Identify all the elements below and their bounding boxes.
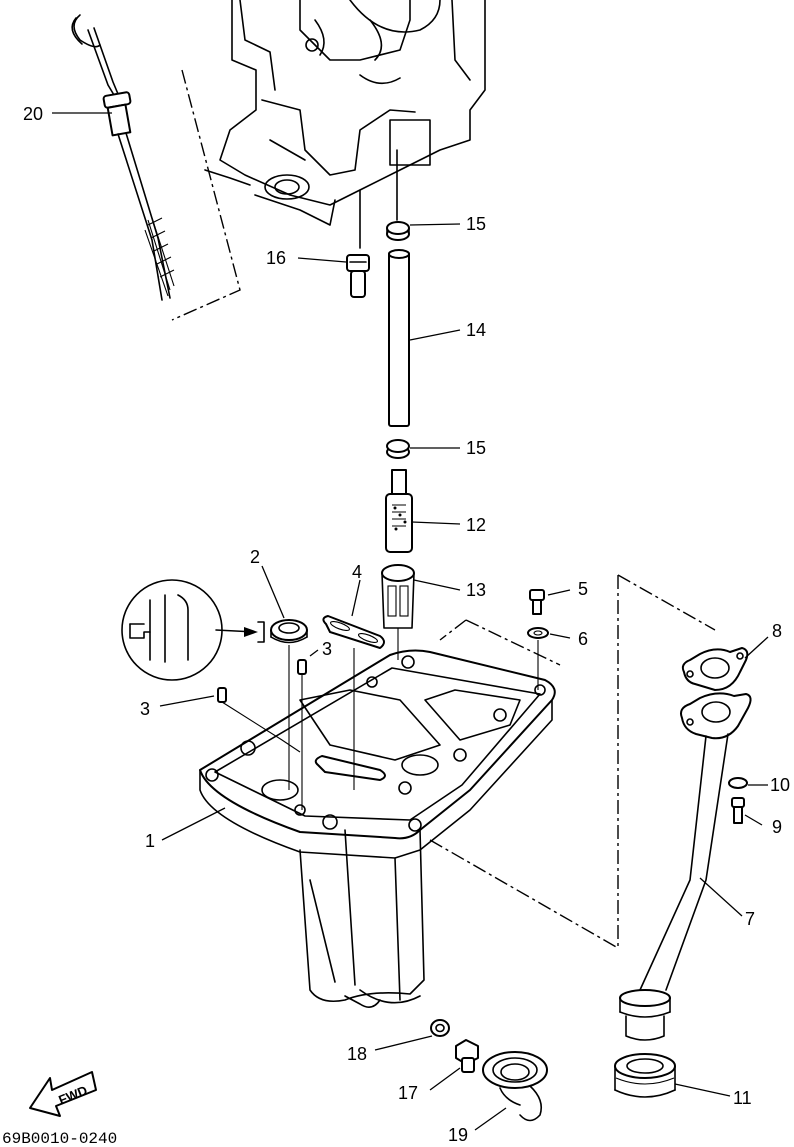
callout-10: 10 [770, 775, 790, 795]
part-11-seal-ring [614, 1053, 676, 1098]
part-16-nipple [346, 254, 370, 298]
part-18-gasket-washer [430, 1019, 450, 1037]
part-7-exhaust-pipe [619, 692, 752, 1041]
part-6-washer [527, 627, 549, 639]
part-17-drain-screw [455, 1039, 479, 1073]
callout-16: 16 [266, 248, 286, 268]
assembly-guide-lines [221, 628, 539, 810]
part-2-oil-seal [257, 619, 308, 644]
callout-15-upper: 15 [466, 214, 486, 234]
part-8-gasket [681, 647, 749, 691]
part-15-grommet-lower [386, 439, 410, 459]
callout-3-left: 3 [140, 699, 150, 719]
dipstick [71, 14, 175, 301]
part-12-strainer [385, 469, 413, 553]
diagram-reference-code: 69B0010-0240 [2, 1130, 117, 1147]
callout-6: 6 [578, 629, 588, 649]
leader-lines [52, 112, 769, 1131]
callout-17: 17 [398, 1083, 418, 1103]
callout-20: 20 [23, 104, 43, 124]
part-4-gasket [322, 615, 385, 649]
callout-14: 14 [466, 320, 486, 340]
callout-labels: 20 16 15 14 15 12 13 5 6 2 4 3 3 1 8 10 … [23, 104, 790, 1145]
part-3-dowel-pin-right [297, 659, 307, 675]
exhaust-dashed-outline [429, 574, 716, 949]
callout-8: 8 [772, 621, 782, 641]
callout-4: 4 [352, 562, 362, 582]
callout-19: 19 [448, 1125, 468, 1145]
part-14-water-tube [388, 249, 410, 427]
part-5-bolt [529, 589, 545, 615]
callout-7: 7 [745, 909, 755, 929]
seal-detail-circle [121, 579, 258, 681]
part-15-grommet-upper [386, 221, 410, 241]
callout-1: 1 [145, 831, 155, 851]
engine-block-outline [171, 0, 486, 321]
part-13-seal [381, 564, 415, 629]
callout-9: 9 [772, 817, 782, 837]
part-9-bolt [731, 797, 745, 824]
part-3-dowel-pin-left [217, 687, 227, 703]
fwd-direction-arrow: FWD [29, 1071, 97, 1117]
part-1-oil-pan [199, 619, 561, 1008]
callout-2: 2 [250, 547, 260, 567]
callout-12: 12 [466, 515, 486, 535]
callout-5: 5 [578, 579, 588, 599]
callout-11: 11 [733, 1088, 752, 1108]
callout-13: 13 [466, 580, 486, 600]
part-10-washer [728, 777, 748, 789]
callout-15-lower: 15 [466, 438, 486, 458]
callout-3-right: 3 [322, 639, 332, 659]
part-19-rubber-seal [482, 1051, 548, 1122]
callout-18: 18 [347, 1044, 367, 1064]
